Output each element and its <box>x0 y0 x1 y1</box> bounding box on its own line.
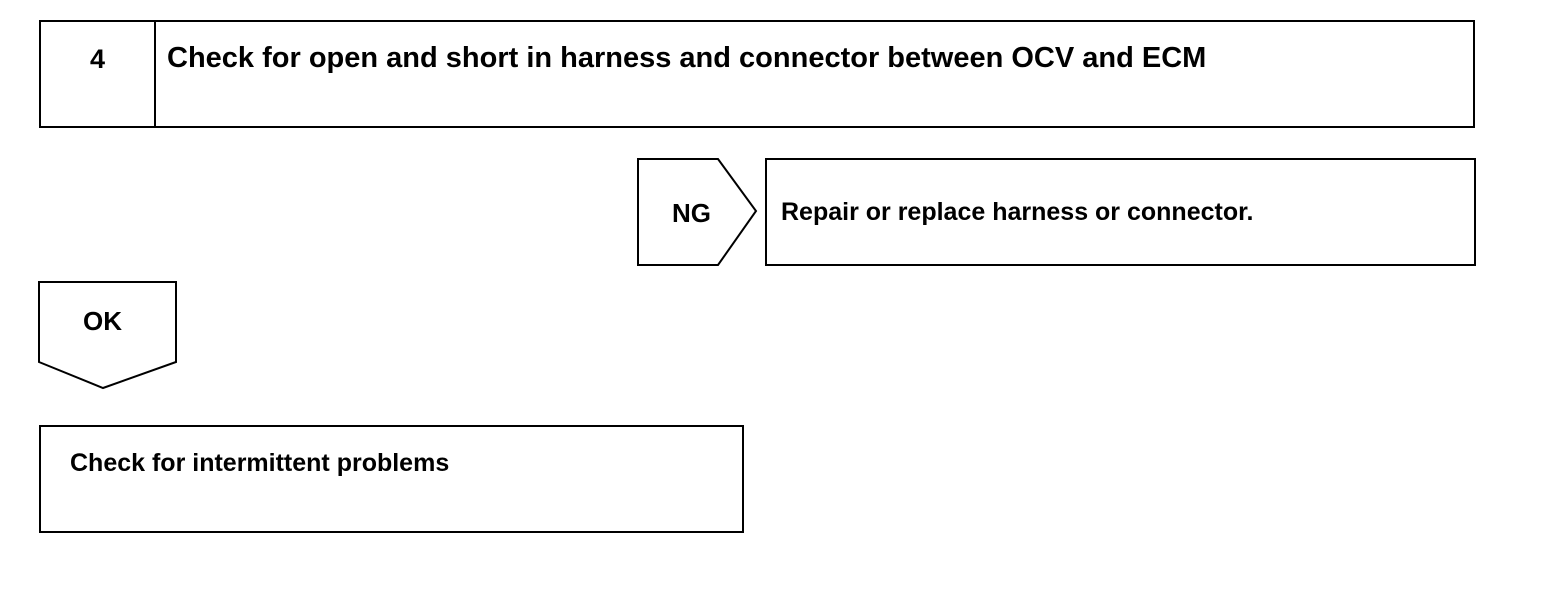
ng-label: NG <box>672 198 711 228</box>
step-number-cell: 4 <box>41 22 156 126</box>
step-title: Check for open and short in harness and … <box>167 42 1207 74</box>
step-number: 4 <box>89 44 106 74</box>
ok-label: OK <box>83 306 122 336</box>
ok-result-text: Check for intermittent problems <box>70 449 450 477</box>
ok-result-box: Check for intermittent problems <box>39 425 744 533</box>
ng-result-box: Repair or replace harness or connector. <box>765 158 1476 266</box>
step-box: 4 Check for open and short in harness an… <box>39 20 1475 128</box>
ok-arrow-icon <box>38 281 177 390</box>
ng-arrow-icon <box>637 158 758 266</box>
ng-result-text: Repair or replace harness or connector. <box>781 198 1254 226</box>
